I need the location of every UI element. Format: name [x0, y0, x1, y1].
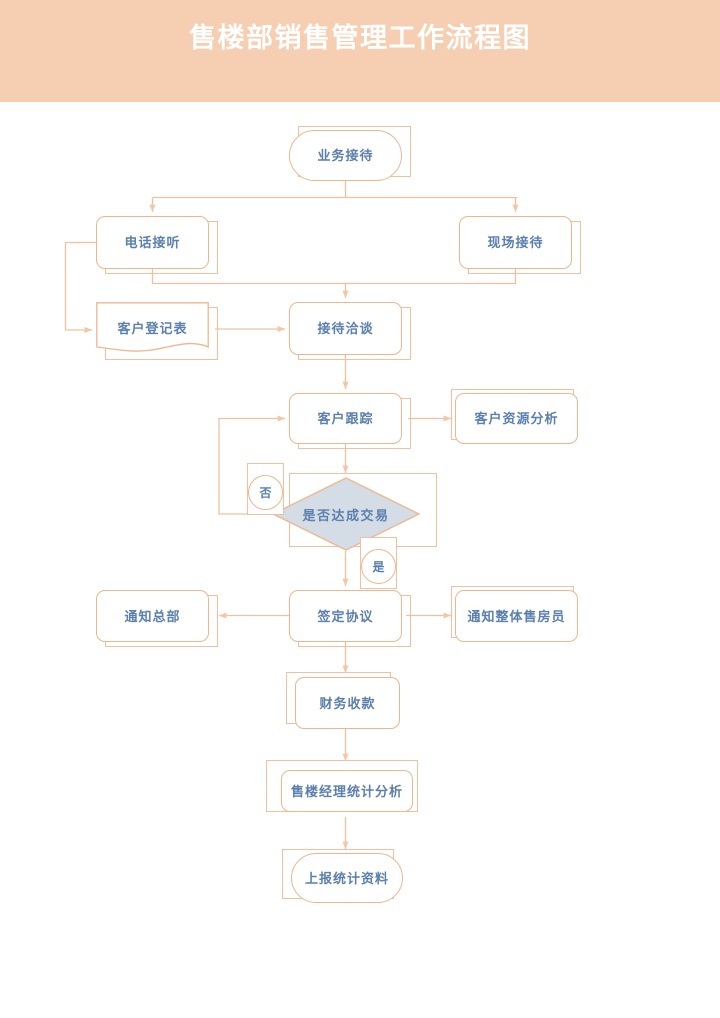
node-sales-manager-statistics[interactable]: 售楼经理统计分析: [266, 760, 423, 817]
node-submit-statistics[interactable]: 上报统计资料: [282, 849, 403, 903]
node-notify-sales-staff[interactable]: 通知整体售房员: [451, 586, 578, 642]
node-shape: 通知整体售房员: [455, 590, 578, 642]
edge-n2-n4: [64, 241, 96, 333]
page-title: 售楼部销售管理工作流程图: [189, 23, 531, 53]
node-business-reception[interactable]: 业务接待: [289, 126, 411, 181]
node-shape: 电话接听: [96, 216, 209, 269]
node-phone-answering[interactable]: 电话接听: [96, 216, 218, 274]
node-label: 财务收款: [319, 695, 376, 711]
node-shape: 财务收款: [295, 677, 400, 729]
node-shape: 客户登记表: [96, 302, 209, 355]
node-label: 现场接待: [487, 235, 544, 250]
node-label: 通知总部: [124, 608, 181, 624]
node-customer-followup[interactable]: 客户跟踪: [289, 393, 411, 449]
node-label: 客户资源分析: [474, 411, 559, 426]
document-shape-icon: [96, 302, 209, 352]
node-shape: 售楼经理统计分析: [281, 770, 413, 812]
node-label: 客户登记表: [117, 321, 188, 336]
node-shape: 签定协议: [289, 590, 402, 642]
node-label: 是否达成交易: [302, 507, 390, 523]
node-shape: 上报统计资料: [291, 853, 403, 903]
node-label: 客户跟踪: [317, 411, 374, 426]
node-label: 接待洽谈: [317, 321, 374, 336]
node-label: 售楼经理统计分析: [290, 783, 403, 799]
branch-circle: 否: [248, 475, 283, 510]
node-shape: 现场接待: [459, 216, 572, 269]
branch-label-yes: 是: [360, 537, 397, 589]
node-customer-resource-analysis[interactable]: 客户资源分析: [451, 389, 578, 444]
node-label: 上报统计资料: [304, 870, 389, 886]
branch-label-text: 是: [372, 559, 385, 574]
node-shape: 通知总部: [96, 590, 209, 642]
diamond-shape-icon: [272, 477, 420, 551]
node-deal-closed-decision[interactable]: 是否达成交易: [272, 473, 437, 551]
node-label: 电话接听: [124, 235, 181, 250]
node-shape: 客户跟踪: [289, 393, 402, 444]
branch-label-no: 否: [247, 463, 284, 515]
node-label: 签定协议: [317, 608, 374, 624]
node-shape: 接待洽谈: [289, 302, 402, 355]
node-customer-registration-form[interactable]: 客户登记表: [96, 302, 218, 360]
node-shape: 客户资源分析: [455, 393, 578, 444]
branch-circle: 是: [361, 549, 396, 584]
node-onsite-reception[interactable]: 现场接待: [459, 216, 581, 274]
node-notify-headquarters[interactable]: 通知总部: [96, 590, 218, 647]
branch-label-text: 否: [259, 485, 272, 500]
node-label: 业务接待: [317, 148, 374, 163]
node-label: 通知整体售房员: [467, 608, 566, 624]
page-header: 售楼部销售管理工作流程图: [0, 0, 720, 102]
node-reception-negotiation[interactable]: 接待洽谈: [289, 302, 411, 360]
node-sign-agreement[interactable]: 签定协议: [289, 590, 411, 647]
node-finance-collection[interactable]: 财务收款: [286, 672, 400, 729]
node-shape: 业务接待: [289, 130, 402, 181]
